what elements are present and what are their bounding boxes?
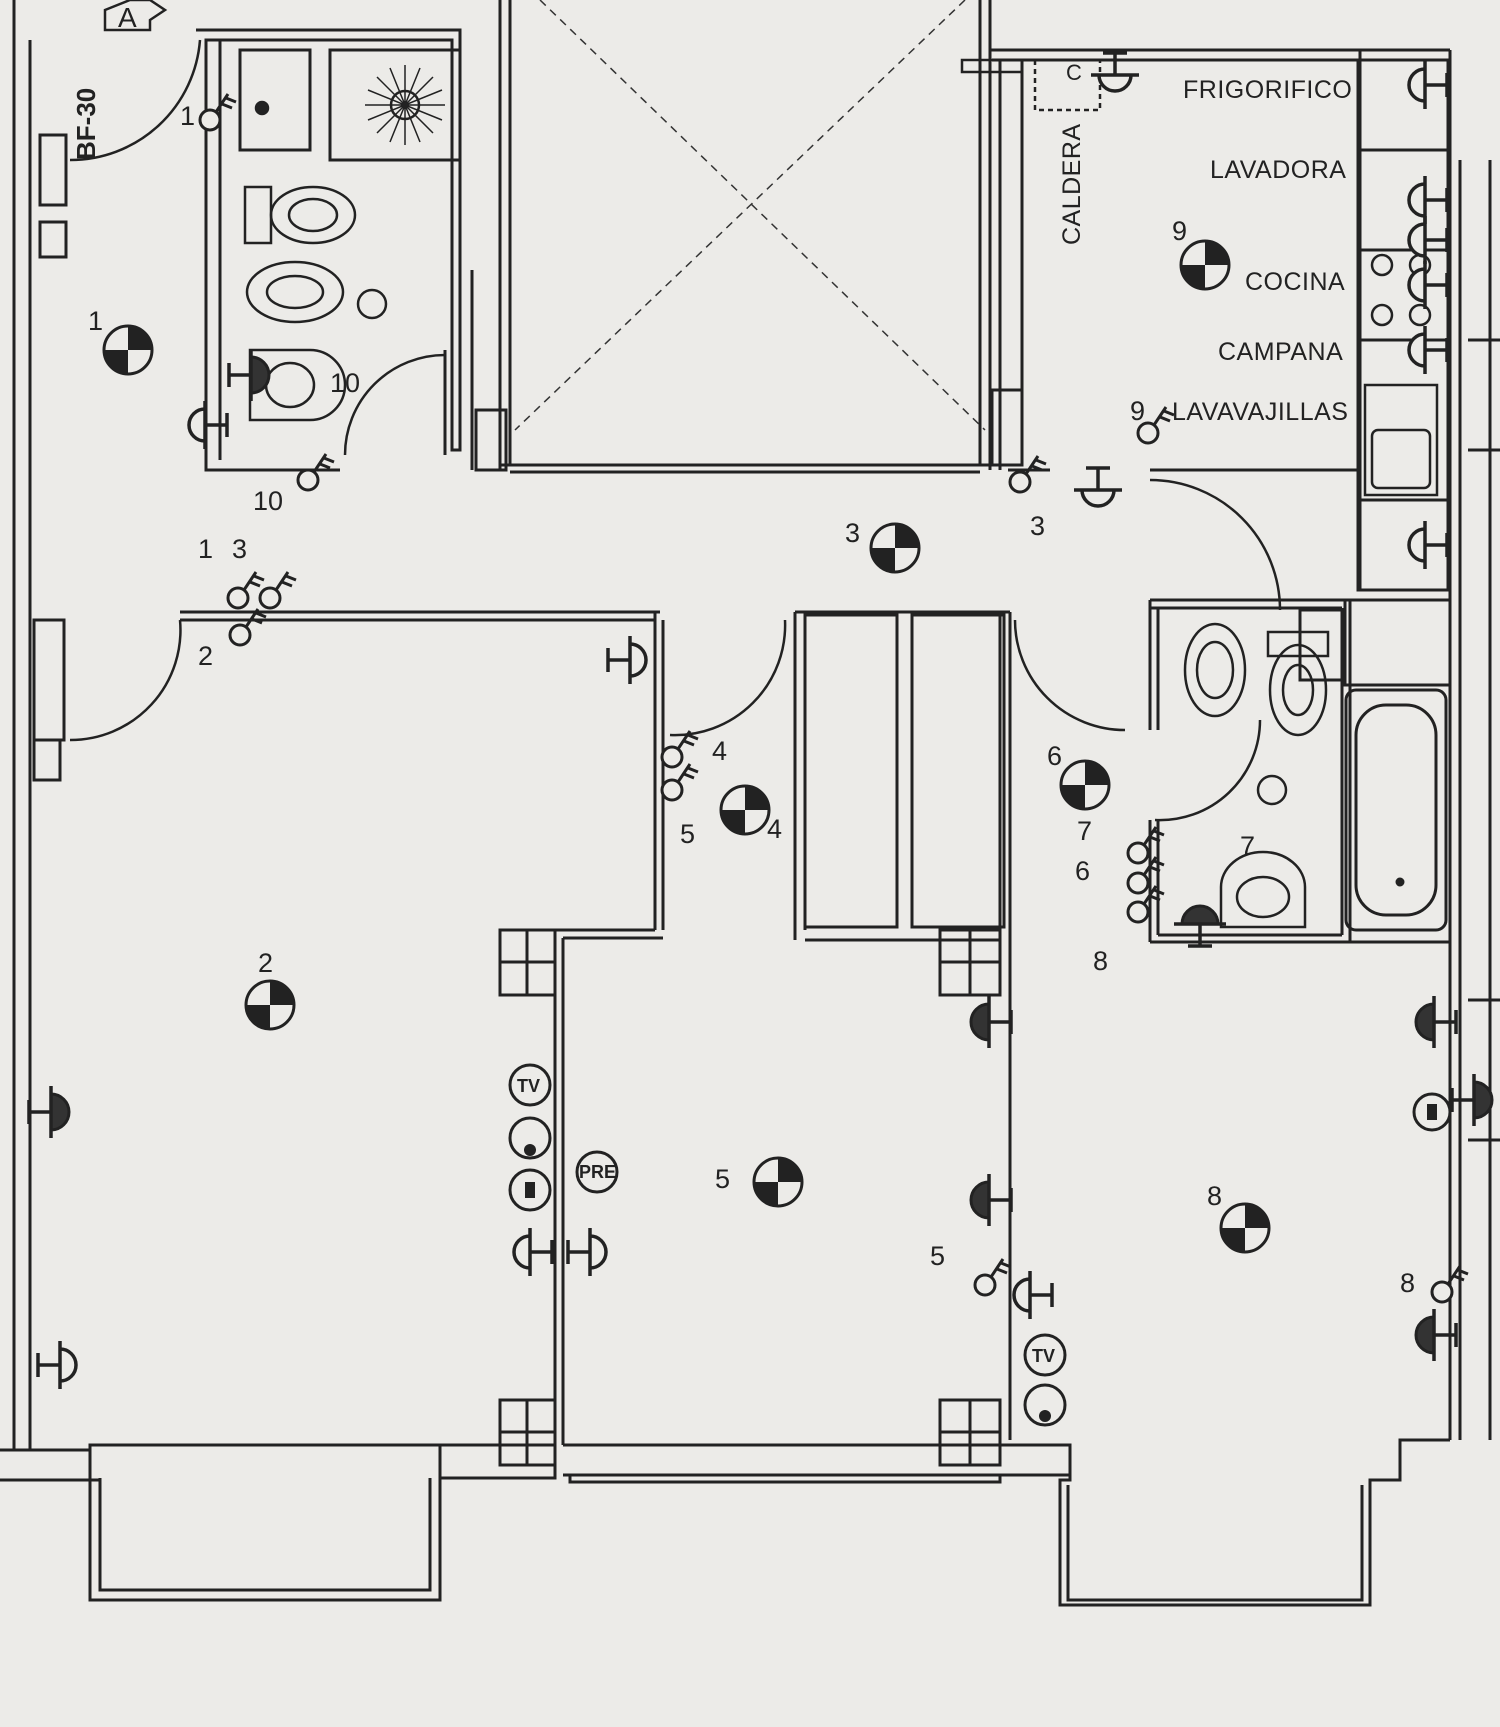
riser-code-label: BF-30 — [71, 88, 101, 160]
point-number: 1 — [88, 306, 103, 336]
outlet-filled-icon — [969, 994, 1013, 1050]
outlet-filled-icon — [27, 1084, 71, 1140]
outlet-icon — [1407, 519, 1449, 571]
label-cocina: COCINA — [1245, 268, 1345, 296]
pre-outlet-icon — [575, 1150, 619, 1194]
switch-icon — [258, 570, 298, 610]
point-number: 8 — [1093, 946, 1108, 976]
point-number: 8 — [1400, 1268, 1415, 1298]
ceiling-light-icon — [1179, 239, 1231, 291]
ceiling-light-icon — [869, 522, 921, 574]
door-swings — [69, 39, 1282, 822]
label-lavavajillas: LAVAVAJILLAS — [1172, 398, 1348, 426]
point-number: 8 — [1207, 1181, 1222, 1211]
outlet-icon — [1407, 259, 1449, 311]
outlet-icon — [1072, 466, 1124, 508]
point-number: 9 — [1172, 216, 1187, 246]
media-outlets — [508, 1063, 1452, 1427]
tv-outlet-icon-2 — [1023, 1333, 1067, 1377]
switch-icon — [1008, 454, 1048, 494]
point-number: 5 — [680, 819, 695, 849]
ceiling-light-icon — [1059, 759, 1111, 811]
outlet-icon — [512, 1226, 554, 1278]
point-number: 7 — [1240, 831, 1255, 861]
grid-marker-a: A — [103, 0, 168, 33]
label-frigorifico: FRIGORIFICO — [1183, 76, 1352, 104]
ceiling-light-icon — [1219, 1202, 1271, 1254]
point-number: 3 — [232, 534, 247, 564]
tv-label-2: TV — [1032, 1346, 1055, 1366]
lightwell-diagonals — [514, 0, 986, 431]
data-outlet-icon — [508, 1116, 552, 1160]
tv-label: TV — [517, 1076, 540, 1096]
ceiling-light-icon — [752, 1156, 804, 1208]
shower-head-icon — [365, 65, 445, 145]
pre-label: PRE — [579, 1162, 616, 1182]
wall-box-a — [38, 133, 68, 207]
ceiling-light-icon — [719, 784, 771, 836]
wall-box-b — [38, 220, 68, 259]
outlet-icon — [1407, 324, 1449, 376]
outlet-icon — [36, 1339, 78, 1391]
symbol-labels: TV TV PRE C — [517, 60, 1082, 1366]
point-number: 1 — [180, 101, 195, 131]
point-number: 6 — [1047, 741, 1062, 771]
label-caldera: CALDERA — [1058, 123, 1086, 245]
ceiling-light-icon — [244, 979, 296, 1031]
switch-icon — [296, 452, 336, 492]
toilet-icon-right — [1266, 630, 1330, 737]
point-number: 2 — [258, 948, 273, 978]
bidet-icon-right — [1183, 622, 1247, 718]
switch-icon — [226, 570, 266, 610]
point-numbers: 1 1 1 2 2 3 3 3 4 4 5 5 5 6 6 7 7 8 8 8 … — [88, 101, 1415, 1298]
outlet-icon — [1012, 1269, 1054, 1321]
drain-icon — [356, 288, 388, 320]
room-labels: FRIGORIFICO LAVADORA COCINA CAMPANA LAVA… — [1058, 76, 1352, 426]
label-campana: CAMPANA — [1218, 338, 1343, 366]
label-lavadora: LAVADORA — [1210, 156, 1346, 184]
data-outlet-icon-2 — [1023, 1383, 1067, 1427]
outlet-icon — [606, 634, 648, 686]
sink-icon-right — [1219, 850, 1307, 929]
point-number: 3 — [1030, 511, 1045, 541]
point-number: 2 — [198, 641, 213, 671]
point-number: 10 — [253, 486, 283, 516]
switch-icon — [228, 607, 268, 647]
tv-outlet-icon — [508, 1063, 552, 1107]
point-number: 9 — [1130, 396, 1145, 426]
sanitary-fixtures — [243, 58, 1439, 929]
drain-icon-right — [1256, 774, 1288, 806]
outlet-filled-icon — [969, 1172, 1013, 1228]
toilet-icon — [243, 185, 357, 245]
grid-marker-label: A — [118, 2, 137, 33]
outlet-filled-icon — [1450, 1072, 1494, 1128]
outlet-icon — [566, 1226, 608, 1278]
outlet-icon — [1407, 174, 1449, 226]
bidet-icon — [245, 260, 345, 324]
outlet-icon — [1407, 59, 1449, 111]
point-number: 4 — [712, 736, 727, 766]
boiler-icon — [1033, 58, 1102, 112]
light-points — [102, 239, 1271, 1254]
point-number: 3 — [845, 518, 860, 548]
walls — [0, 0, 1500, 1607]
point-number: 4 — [767, 814, 782, 844]
kitchen-sink-icon — [1363, 383, 1439, 497]
switch-icon — [973, 1257, 1013, 1297]
boiler-c-label: C — [1066, 60, 1082, 85]
switch-icon — [660, 762, 700, 802]
point-number: 10 — [330, 368, 360, 398]
outlet-filled-icon — [1172, 904, 1228, 948]
columns — [498, 928, 1002, 1467]
point-number: 6 — [1075, 856, 1090, 886]
point-number: 5 — [715, 1164, 730, 1194]
point-number: 1 — [198, 534, 213, 564]
ceiling-light-icon — [102, 324, 154, 376]
switch-icon — [660, 729, 700, 769]
point-number: 5 — [930, 1241, 945, 1271]
point-number: 7 — [1077, 816, 1092, 846]
